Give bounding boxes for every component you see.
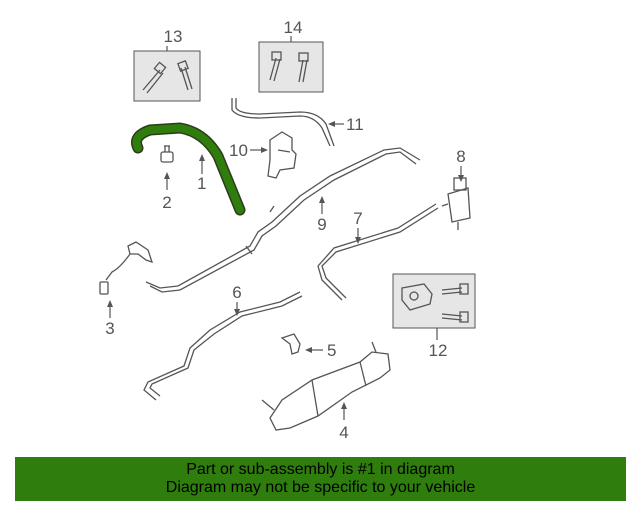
banner-line-2: Diagram may not be specific to your vehi… bbox=[165, 479, 476, 496]
part-6-tube[interactable] bbox=[143, 291, 303, 401]
part-14-bolt-set[interactable] bbox=[258, 41, 324, 93]
part-12-bracket-set[interactable] bbox=[392, 273, 476, 329]
part-11-hose[interactable] bbox=[231, 98, 335, 147]
callout-7: 7 bbox=[353, 209, 362, 228]
part-9-tube-assembly[interactable] bbox=[145, 147, 421, 293]
part-10-valve-bracket[interactable] bbox=[267, 131, 297, 179]
part-7-tube[interactable] bbox=[317, 203, 439, 301]
callout-5: 5 bbox=[327, 341, 336, 360]
part-13-bolt-set[interactable] bbox=[133, 50, 201, 102]
callout-10: 10 bbox=[229, 141, 248, 160]
part-3-sensor[interactable] bbox=[99, 241, 154, 295]
callout-4: 4 bbox=[339, 423, 348, 442]
callout-2: 2 bbox=[162, 193, 171, 212]
banner-line-1: Part or sub-assembly is #1 in diagram bbox=[186, 461, 455, 478]
part-2-connector[interactable] bbox=[160, 145, 174, 163]
callout-14: 14 bbox=[284, 18, 303, 37]
parts-diagram: 13 14 11 10 1 bbox=[99, 18, 476, 442]
info-banner: Part or sub-assembly is #1 in diagram Di… bbox=[15, 457, 626, 501]
callout-13: 13 bbox=[164, 27, 183, 46]
part-1-highlighted-hose[interactable] bbox=[131, 122, 246, 216]
callout-11: 11 bbox=[346, 115, 364, 134]
part-8-valve[interactable] bbox=[441, 177, 471, 230]
callout-6: 6 bbox=[232, 283, 241, 302]
callout-8: 8 bbox=[456, 147, 465, 166]
part-5-clip[interactable] bbox=[280, 333, 301, 355]
callout-9: 9 bbox=[317, 215, 326, 234]
callout-1: 1 bbox=[197, 174, 206, 193]
part-4-canister[interactable] bbox=[261, 341, 391, 431]
callout-3: 3 bbox=[105, 319, 114, 338]
callout-12: 12 bbox=[429, 341, 448, 360]
